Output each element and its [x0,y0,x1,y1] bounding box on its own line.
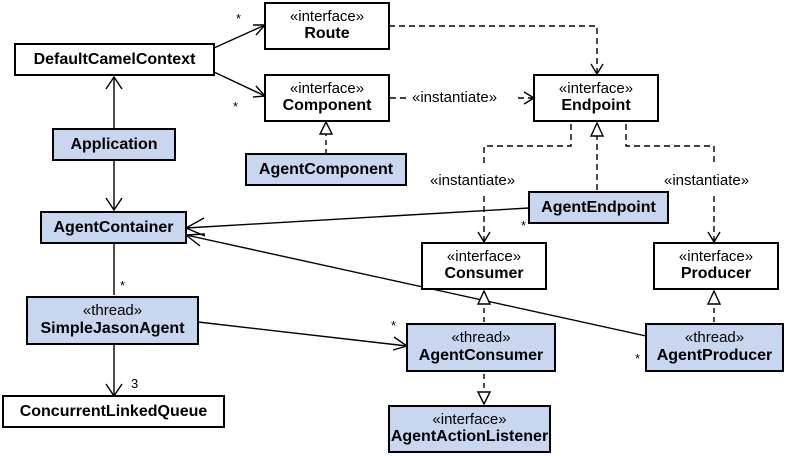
class-name: Component [282,97,372,115]
class-endpoint: «interface» Endpoint [533,74,659,122]
stereotype-label: «interface» [289,79,365,97]
edge-agent-consumer [197,321,408,347]
edge-endpoint-producer [625,124,715,166]
multiplicity-component: * [233,99,239,114]
class-name: Route [304,25,350,43]
edge-producer-container [185,234,647,337]
stereotype-label: «thread» [684,329,745,347]
class-name: AgentConsumer [418,346,544,364]
class-agent-component: AgentComponent [245,153,407,186]
label-instantiate-consumer: «instantiate» [430,172,516,189]
class-simple-jason-agent: «thread» SimpleJasonAgent [26,296,199,345]
class-agent-container: AgentContainer [40,211,187,244]
multiplicity-route: * [236,11,242,26]
class-name: AgentEndpoint [541,198,656,216]
stereotype-label: «interface» [432,410,507,428]
class-name: Endpoint [561,97,631,115]
edge-route-endpoint [389,25,598,73]
stereotype-label: «interface» [558,79,634,97]
class-route: «interface» Route [264,2,390,50]
class-name: Producer [680,265,752,283]
stereotype-label: «thread» [82,302,143,320]
class-producer: «interface» Producer [653,242,779,290]
class-default-camel-context: DefaultCamelContext [14,43,215,76]
class-application: Application [52,128,176,161]
class-name: ConcurrentLinkedQueue [19,402,208,420]
multiplicity-agent-endpoint: * [521,218,527,233]
class-agent-producer: «thread» AgentProducer [645,323,784,372]
multiplicity-queue: 3 [131,376,139,391]
class-concurrent-linked-queue: ConcurrentLinkedQueue [2,395,225,428]
multiplicity-agent-producer: * [635,351,641,366]
class-name: AgentActionListener [390,428,549,446]
class-consumer: «interface» Consumer [421,242,547,290]
stereotype-label: «thread» [451,329,511,347]
class-name: Consumer [444,265,524,283]
edge-endpoint-container [185,207,530,229]
multiplicity-simple-jason-agent: * [120,278,126,293]
label-instantiate-producer: «instantiate» [664,172,750,189]
stereotype-label: «interface» [289,7,365,25]
edge-context-route [213,24,266,49]
stereotype-label: «interface» [446,247,522,265]
class-agent-endpoint: AgentEndpoint [528,191,669,224]
class-name: Application [70,135,158,153]
class-name: AgentContainer [53,218,174,236]
class-name: DefaultCamelContext [33,50,196,68]
class-name: AgentProducer [656,346,773,364]
label-instantiate-component-endpoint: «instantiate» [412,89,498,106]
class-agent-action-listener: «interface» AgentActionListener [388,405,551,453]
class-name: AgentComponent [258,160,394,178]
edge-context-component [213,71,266,97]
class-name: SimpleJasonAgent [40,319,185,337]
multiplicity-agent-consumer: * [391,318,397,333]
edge-endpoint-consumer [483,124,572,166]
class-agent-consumer: «thread» AgentConsumer [406,323,556,372]
class-component: «interface» Component [264,74,390,122]
stereotype-label: «interface» [678,247,754,265]
